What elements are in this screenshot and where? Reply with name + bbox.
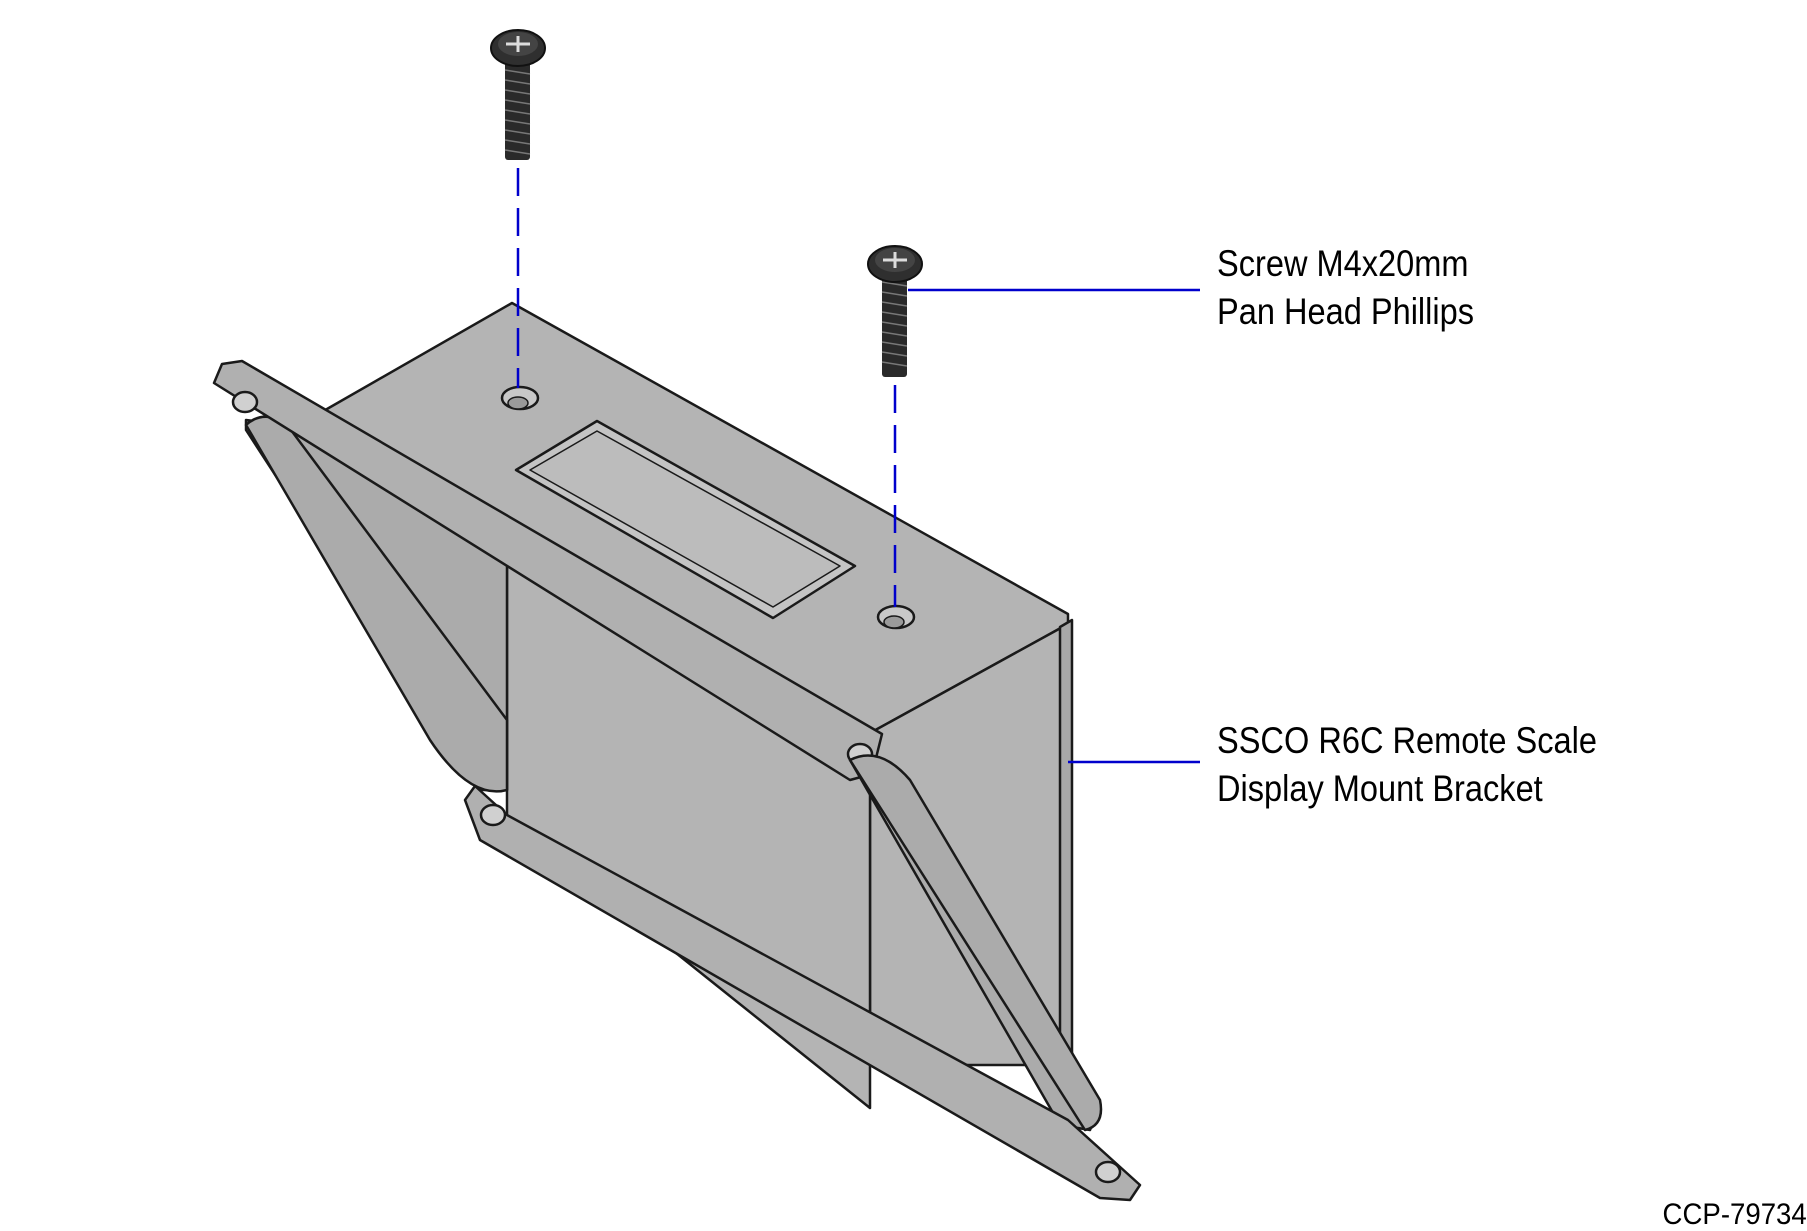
bracket-callout-line1: SSCO R6C Remote Scale <box>1217 720 1598 761</box>
top-plate-hole-1-inner <box>507 396 529 410</box>
bottom-flange-hole-right <box>1094 1160 1122 1184</box>
screw-2 <box>867 245 923 377</box>
screw-callout-label: Screw M4x20mm Pan Head Phillips <box>1217 240 1474 336</box>
top-plate-cutout-inner <box>529 430 841 608</box>
screw-1-phillips-slot <box>506 36 530 52</box>
screw-1 <box>490 29 546 160</box>
screw-callout-line2: Pan Head Phillips <box>1217 291 1475 332</box>
front-flange-hole-left <box>231 390 259 414</box>
bracket-callout-line2: Display Mount Bracket <box>1217 768 1543 809</box>
bracket-right-flange-curve <box>848 754 1103 1132</box>
bracket-left-flange-curve <box>244 415 509 793</box>
bracket-callout-label: SSCO R6C Remote Scale Display Mount Brac… <box>1217 717 1597 813</box>
figure-id: CCP-79734 <box>1662 1198 1807 1231</box>
screw-1-shank <box>505 60 530 160</box>
screw-2-phillips-slot <box>883 252 907 268</box>
bottom-flange-hole-left <box>479 803 507 827</box>
bracket-bottom-flange <box>463 784 1142 1202</box>
top-plate-hole-2-inner <box>883 615 905 629</box>
mount-bracket <box>212 301 1142 1202</box>
bracket-right-wall-edge <box>1058 618 1074 1070</box>
screw-callout-line1: Screw M4x20mm <box>1217 243 1469 284</box>
